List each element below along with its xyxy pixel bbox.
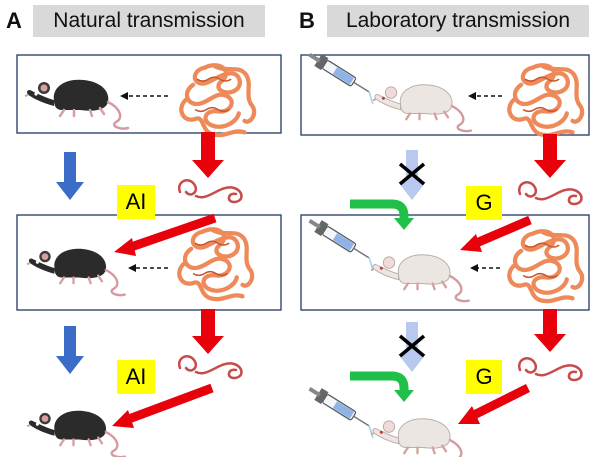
- red-diagonal-arrow: [458, 406, 480, 424]
- white-mouse-icon: [369, 253, 470, 303]
- panel-a-top-frame: [16, 54, 282, 134]
- red-down-arrow: [534, 309, 566, 352]
- adult-worm-icon: [509, 65, 582, 135]
- larva-icon: [177, 179, 243, 204]
- panel-a-title: Natural transmission: [33, 5, 265, 37]
- green-arrow: [350, 199, 409, 220]
- red-down-arrow: [534, 134, 566, 178]
- cross-icon: [398, 162, 426, 186]
- blue-down-arrow: [56, 152, 84, 200]
- cross-icon: [398, 334, 426, 358]
- blue-down-arrow: [56, 326, 84, 374]
- red-diagonal-arrow: [112, 410, 134, 428]
- red-down-arrow: [192, 309, 224, 354]
- syringe-icon: [304, 382, 382, 439]
- panel-b-title: Laboratory transmission: [327, 5, 589, 37]
- larva-icon: [517, 357, 583, 382]
- black-mouse-icon: [23, 78, 130, 130]
- tag-ai-bottom: AI: [117, 360, 155, 394]
- panel-a-letter: A: [6, 8, 22, 33]
- adult-worm-icon: [181, 65, 254, 135]
- tag-ai-top: AI: [117, 185, 155, 219]
- adult-worm-icon: [509, 231, 582, 301]
- red-down-arrow: [192, 132, 224, 178]
- white-mouse-icon: [369, 417, 470, 457]
- tag-g-bottom: G: [466, 360, 502, 394]
- larva-icon: [177, 355, 243, 380]
- green-arrow: [350, 371, 409, 392]
- panel-b-top-frame: [300, 54, 590, 136]
- larva-icon: [517, 181, 583, 206]
- red-diagonal-arrow: [460, 234, 482, 252]
- black-mouse-icon: [25, 409, 126, 457]
- panel-b-middle-frame: [300, 214, 590, 311]
- panel-b-letter: B: [299, 8, 315, 33]
- syringe-icon: [304, 214, 382, 271]
- tag-g-top: G: [466, 186, 502, 220]
- black-mouse-icon: [25, 247, 126, 297]
- adult-worm-icon: [179, 229, 252, 299]
- syringe-icon: [304, 48, 382, 105]
- red-diagonal-arrow: [114, 238, 136, 256]
- white-mouse-icon: [371, 83, 472, 133]
